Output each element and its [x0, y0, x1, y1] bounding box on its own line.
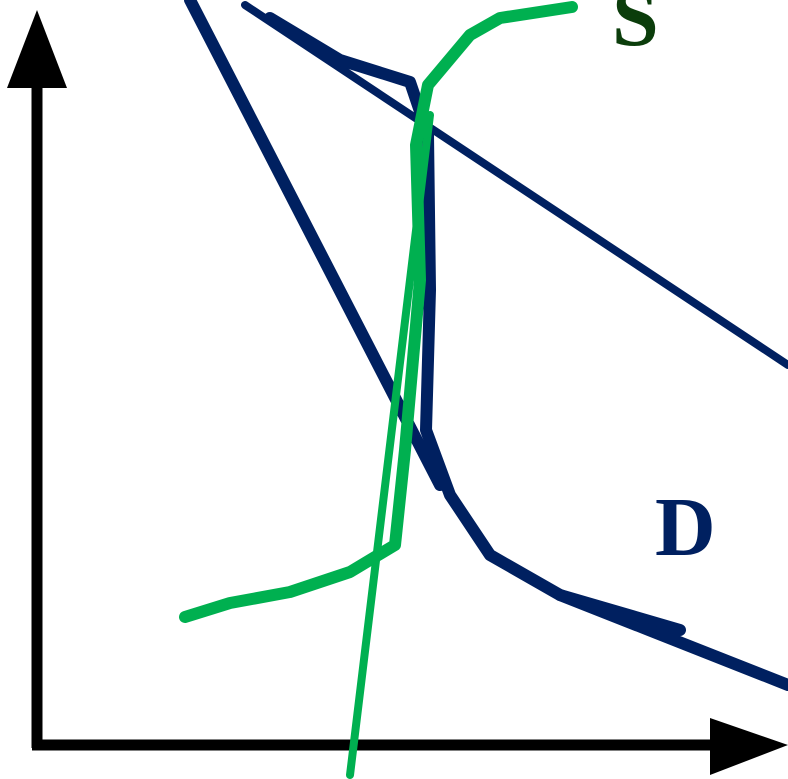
supply-label: S	[612, 0, 659, 64]
supply-curve-kinked	[179, 1, 578, 623]
demand-curve-tail	[554, 589, 788, 691]
x-axis-arrowhead	[710, 718, 788, 775]
axes	[7, 10, 788, 775]
demand-curve-kinked	[264, 12, 686, 636]
demand-label: D	[655, 481, 716, 574]
y-axis-arrowhead	[7, 10, 67, 88]
demand-line-flat	[241, 1, 788, 369]
